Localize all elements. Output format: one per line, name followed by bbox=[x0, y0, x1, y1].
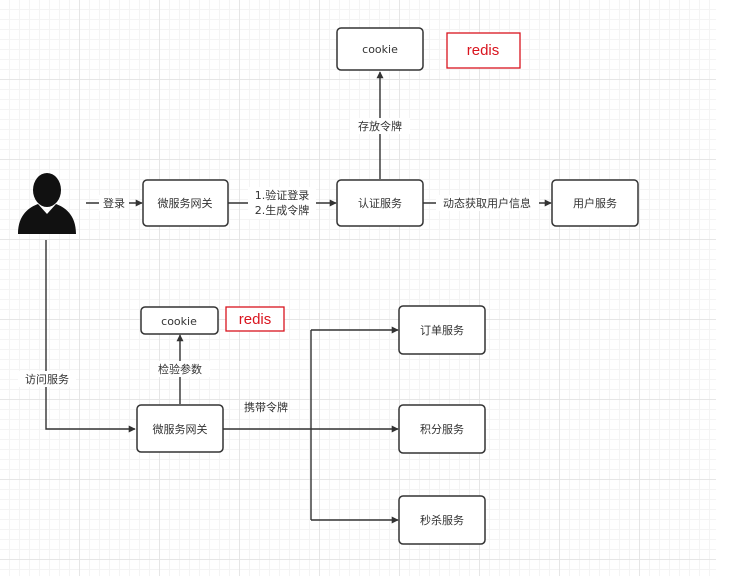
node-redis-bottom[interactable]: redis bbox=[225, 306, 285, 332]
node-cookie-top-label: cookie bbox=[362, 43, 398, 56]
edge-label-store-token: 存放令牌 bbox=[358, 119, 402, 133]
edge-label-login: 登录 bbox=[103, 196, 125, 210]
node-user-service-label: 用户服务 bbox=[573, 196, 617, 210]
edge-label-verify-login: 1.验证登录 bbox=[255, 188, 310, 202]
edge-label-carry-token: 携带令牌 bbox=[244, 400, 288, 414]
edge-fetch-user-info: 动态获取用户信息 bbox=[423, 195, 552, 211]
edge-store-token: 存放令牌 bbox=[350, 71, 410, 179]
edge-label-fetch-user-info: 动态获取用户信息 bbox=[443, 196, 531, 210]
edge-check-params: 检验参数 bbox=[150, 334, 210, 404]
edge-access-service: 访问服务 bbox=[18, 240, 136, 433]
node-gateway-bottom[interactable]: 微服务网关 bbox=[136, 404, 224, 453]
node-order-service-label: 订单服务 bbox=[420, 324, 464, 337]
node-seckill-service[interactable]: 秒杀服务 bbox=[398, 495, 486, 545]
node-user-service[interactable]: 用户服务 bbox=[551, 179, 639, 227]
node-redis-bottom-label: redis bbox=[239, 311, 272, 328]
edge-label-check-params: 检验参数 bbox=[158, 362, 202, 376]
edge-label-generate-token: 2.生成令牌 bbox=[255, 203, 310, 217]
node-gateway-top-label: 微服务网关 bbox=[158, 196, 213, 210]
node-points-service[interactable]: 积分服务 bbox=[398, 404, 486, 454]
canvas-right-margin bbox=[716, 0, 739, 576]
node-points-service-label: 积分服务 bbox=[420, 423, 464, 436]
node-auth-service[interactable]: 认证服务 bbox=[336, 179, 424, 227]
node-redis-top[interactable]: redis bbox=[446, 32, 521, 69]
node-gateway-top[interactable]: 微服务网关 bbox=[142, 179, 229, 227]
edge-carry-token: 携带令牌 bbox=[223, 326, 399, 524]
node-redis-top-label: redis bbox=[467, 42, 500, 59]
node-order-service[interactable]: 订单服务 bbox=[398, 305, 486, 355]
node-seckill-service-label: 秒杀服务 bbox=[420, 513, 464, 527]
edge-login: 登录 bbox=[86, 195, 143, 211]
node-auth-service-label: 认证服务 bbox=[358, 197, 402, 210]
node-cookie-bottom-label: cookie bbox=[161, 315, 197, 328]
user-silhouette-icon bbox=[18, 173, 76, 234]
edge-label-access-service: 访问服务 bbox=[25, 373, 69, 386]
edge-verify-generate: 1.验证登录 2.生成令牌 bbox=[228, 187, 337, 219]
node-cookie-top[interactable]: cookie bbox=[336, 27, 424, 71]
node-gateway-bottom-label: 微服务网关 bbox=[153, 422, 208, 436]
node-cookie-bottom[interactable]: cookie bbox=[140, 306, 219, 335]
